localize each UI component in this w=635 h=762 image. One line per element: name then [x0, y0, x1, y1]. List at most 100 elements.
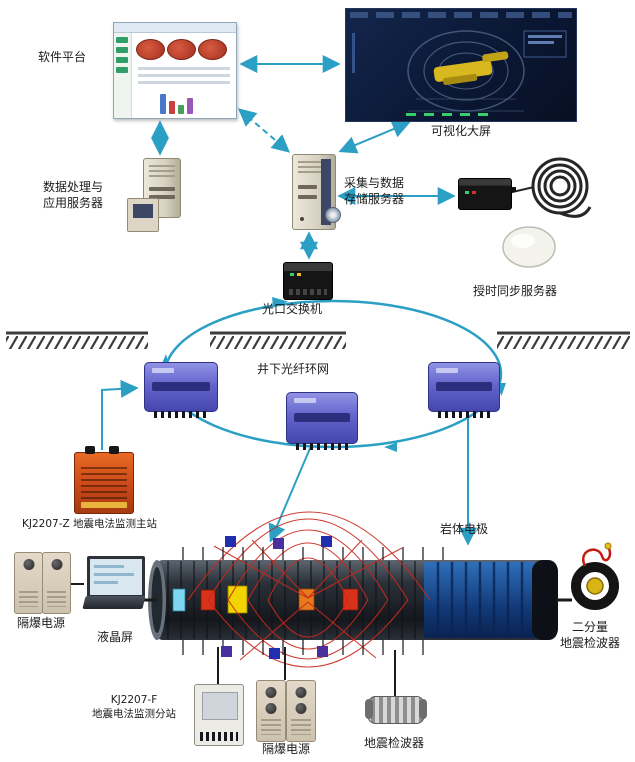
vent-lines [47, 591, 66, 607]
pie-chart [136, 39, 165, 60]
two-component-geophone-device [571, 542, 619, 610]
data-processing-server-label: 数据处理与 应用服务器 [42, 180, 103, 210]
device-stripe [294, 413, 350, 422]
time-sync-receiver [458, 178, 516, 210]
window-titlebar [114, 23, 236, 33]
vent-lines [261, 719, 281, 735]
lcd-display [87, 556, 145, 598]
drive-slot [298, 195, 317, 199]
dial [265, 687, 277, 698]
ring-node-substation-left [144, 362, 218, 418]
heatsink-grid [81, 467, 127, 499]
optical-switch-label: 光口交换机 [261, 302, 322, 316]
borehole-tunnel [148, 560, 558, 640]
led-indicator [472, 191, 476, 194]
device-panel [202, 692, 238, 720]
antenna-port [510, 187, 516, 192]
tunnel-render [352, 30, 567, 116]
screen-content-line [94, 581, 118, 584]
dial [23, 559, 34, 570]
dial [265, 703, 277, 714]
menu-button [116, 67, 128, 73]
device-stripe [152, 382, 210, 392]
led-indicator [290, 273, 294, 276]
label-band [81, 502, 127, 508]
two-component-geophone-label: 二分量 地震检波器 [559, 620, 620, 650]
led-indicator [465, 191, 469, 194]
geophone-label: 地震检波器 [363, 736, 424, 750]
main-station-device [74, 446, 134, 514]
time-sync-server-label: 授时同步服务器 [472, 284, 557, 298]
device-cables [70, 583, 572, 696]
bar-chart-bar [160, 94, 166, 114]
table-row [138, 81, 230, 84]
network-links [101, 55, 477, 546]
device-stripe [436, 382, 492, 392]
unit-panel [133, 204, 153, 218]
connector-pins [200, 732, 238, 741]
rock-electrode-label: 岩体电极 [439, 522, 488, 536]
flameproof-power-box [14, 552, 43, 614]
device-tag [436, 368, 458, 373]
screen-content-line [94, 565, 124, 568]
pie-chart [167, 39, 196, 60]
software-platform-label: 软件平台 [37, 50, 86, 64]
storage-server [292, 154, 341, 230]
screen-menu-bar [350, 12, 572, 18]
fiber-ring-label: 井下光纤环网 [256, 362, 329, 376]
substation-label: KJ2207-F 地震电法监测分站 [92, 694, 176, 720]
server-side-panel [321, 159, 331, 225]
device-tag [152, 368, 174, 373]
ground-surface-line [6, 331, 630, 349]
pie-chart [198, 39, 227, 60]
menu-button [116, 37, 128, 43]
flameproof-power-box [286, 680, 316, 742]
software-platform-window [113, 22, 237, 119]
terminal [85, 446, 95, 454]
drive-slot [298, 185, 317, 189]
server-vents [149, 165, 175, 180]
vent-lines [291, 719, 311, 735]
antenna-cable-coil [507, 157, 592, 218]
ring-node-substation-middle [286, 392, 358, 450]
lcd-keyboard [82, 596, 146, 609]
connector-pins [296, 443, 348, 450]
bar-chart-bar [187, 98, 193, 114]
vent-lines [19, 591, 38, 607]
optical-switch-device [283, 262, 333, 300]
flameproof-power-box [256, 680, 286, 742]
lcd-screen-label: 液晶屏 [96, 630, 133, 644]
geophone-device [365, 696, 427, 724]
flameproof-power-bottom-label: 隔爆电源 [261, 742, 310, 756]
terminal [109, 446, 119, 454]
lcd-screen-device [82, 556, 146, 614]
screen-content-line [94, 573, 134, 576]
dial [295, 687, 307, 698]
dial [295, 703, 307, 714]
flameproof-power-left-label: 隔爆电源 [16, 616, 65, 630]
disc-icon [325, 207, 341, 223]
storage-server-label: 采集与数据 存储服务器 [343, 176, 404, 206]
bar-chart-bar [178, 105, 184, 114]
table-row [138, 67, 230, 70]
switch-ports [289, 289, 327, 295]
main-station-label: KJ2207-Z 地震电法监测主站 [22, 518, 158, 530]
ring-node-substation-right [428, 362, 500, 418]
device-tag [294, 398, 316, 403]
connector-pins [438, 411, 490, 418]
drive-slot [149, 195, 175, 199]
led-indicator [297, 273, 301, 276]
dial [51, 559, 62, 570]
power-button [300, 217, 304, 221]
connector-pins [154, 411, 208, 418]
menu-button [116, 47, 128, 53]
menu-rail [114, 33, 132, 118]
menu-button [116, 57, 128, 63]
data-processing-server-unit [127, 198, 159, 232]
bar-chart-bar [169, 101, 175, 114]
visualization-screen-label: 可视化大屏 [430, 124, 491, 138]
table-row [138, 74, 230, 77]
flameproof-power-box [42, 552, 71, 614]
